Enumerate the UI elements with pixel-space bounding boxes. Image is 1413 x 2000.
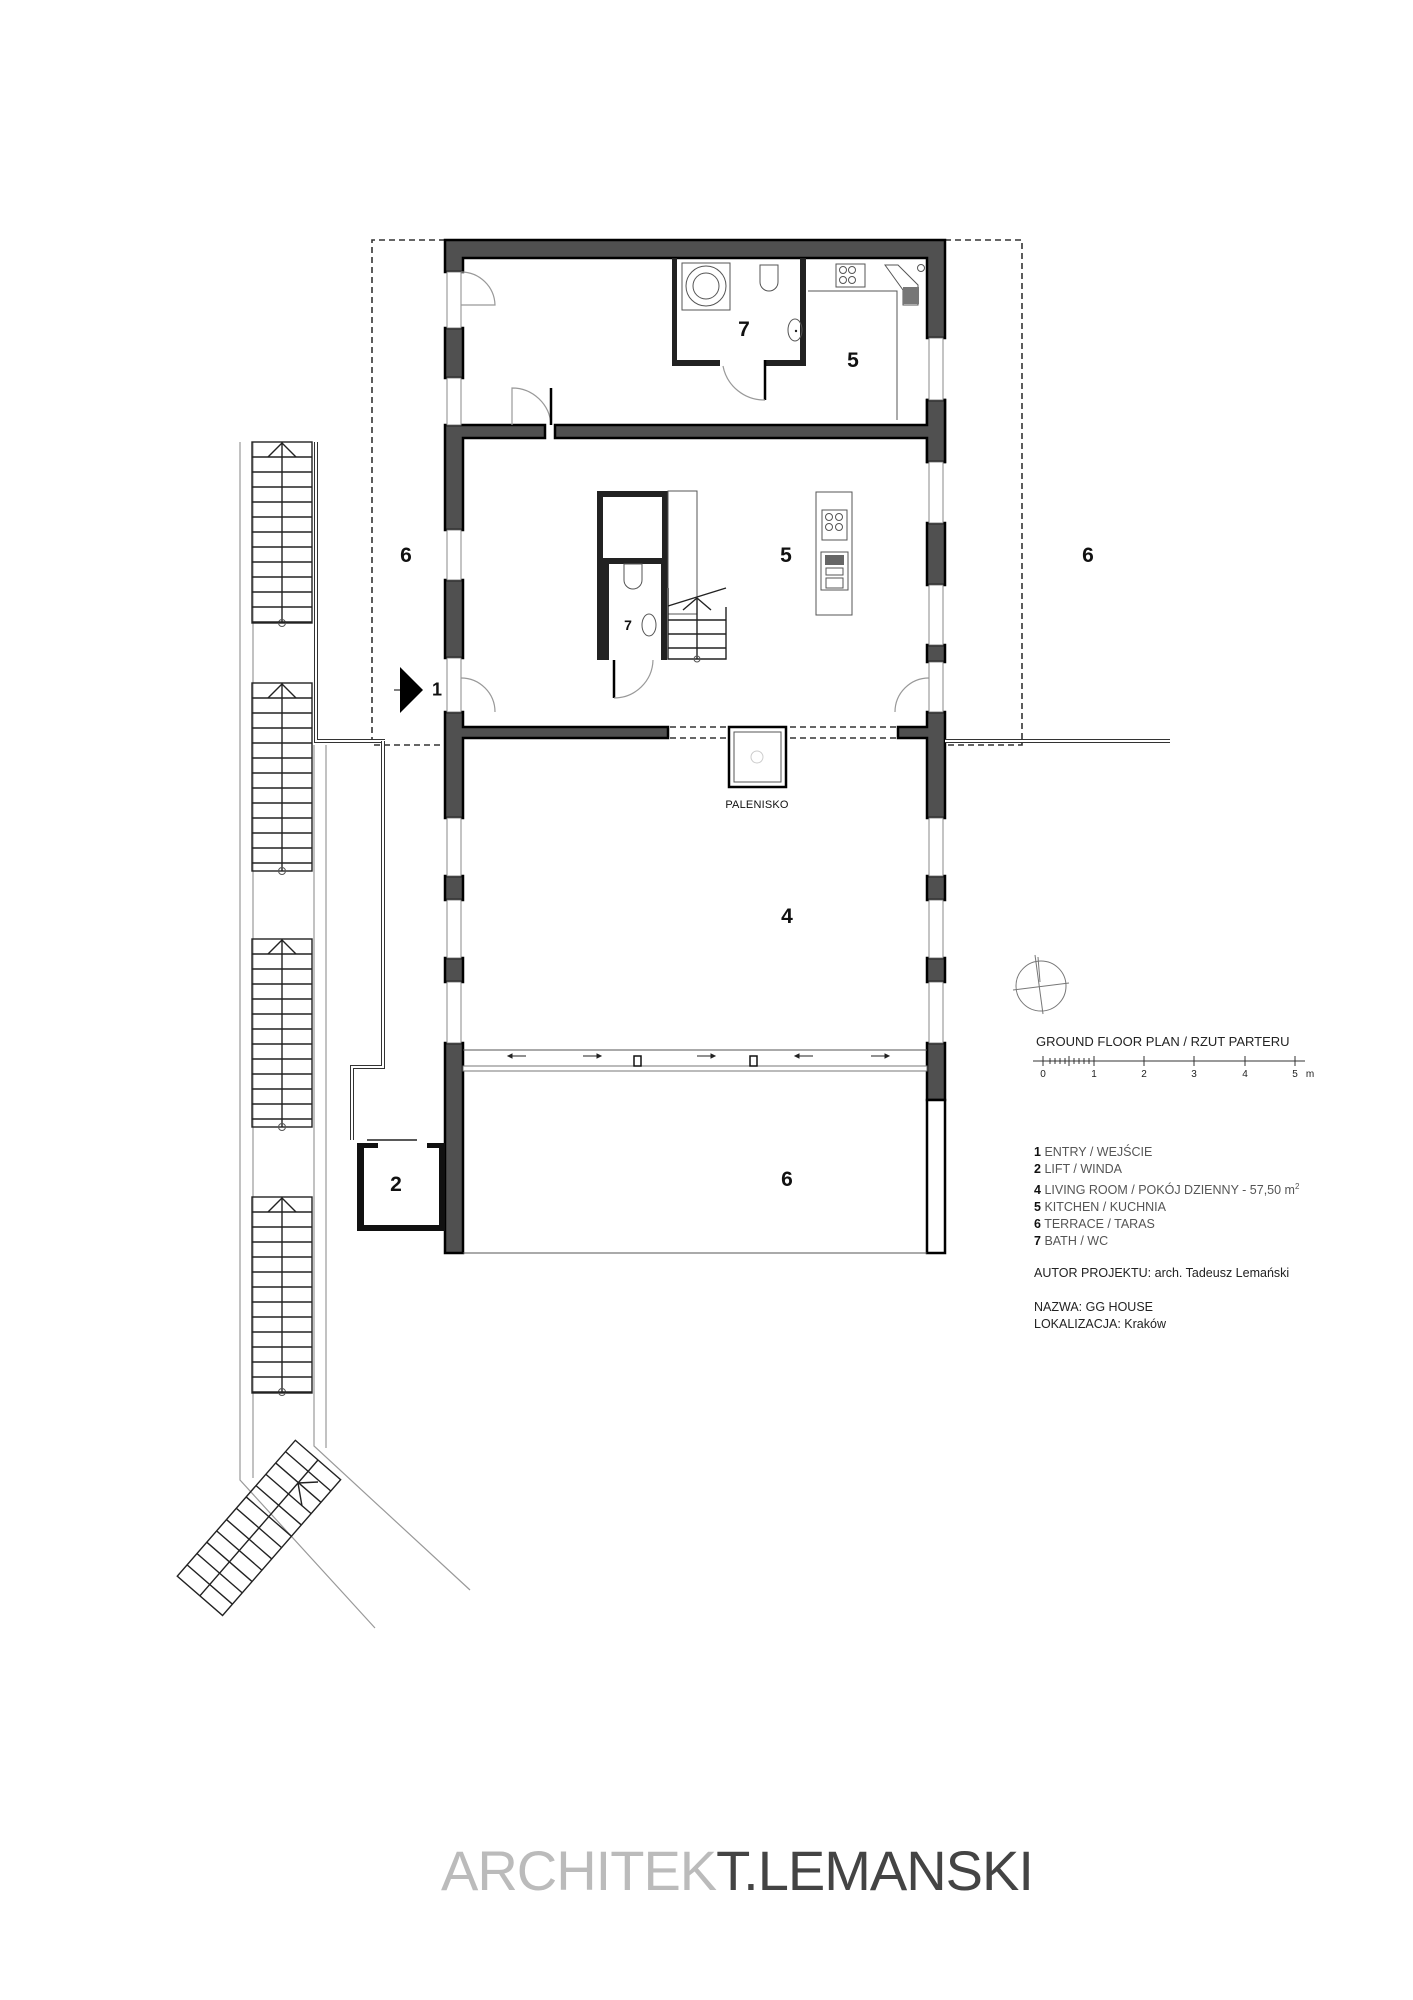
scale-tick-label: 4 [1242, 1069, 1248, 1080]
brand-light-text: ARCHITEK [441, 1839, 717, 1902]
room-number-r6-right: 6 [1082, 544, 1094, 567]
legend-item: 2 LIFT / WINDA [1034, 1162, 1122, 1176]
scale-tick-label: 0 [1040, 1069, 1046, 1080]
fireplace [727, 725, 788, 789]
fireplace-label: PALENISKO [725, 799, 789, 811]
exterior-stairs [176, 441, 471, 1629]
legend-item: 5 KITCHEN / KUCHNIA [1034, 1200, 1166, 1215]
plan-title: GROUND FLOOR PLAN / RZUT PARTERU [1036, 1034, 1290, 1049]
legend-item: 6 TERRACE / TARAS [1034, 1217, 1155, 1232]
brand-dark-text: T.LEMANSKI [716, 1839, 1034, 1902]
door-swings [460, 271, 930, 713]
railing [314, 442, 1170, 1390]
scale-bar [1033, 1056, 1305, 1066]
kitchen-top [808, 263, 925, 420]
project-location: LOKALIZACJA: Kraków [1034, 1317, 1166, 1331]
north-arrow-icon [1012, 954, 1070, 1015]
bathroom-top [672, 258, 806, 401]
room-number-r6-bottom: 6 [781, 1168, 793, 1191]
scale-tick-label: 1 [1091, 1069, 1097, 1080]
project-name: NAZWA: GG HOUSE [1034, 1300, 1153, 1314]
room-legend: 1 ENTRY / WEJŚCIE 2 LIFT / WINDA 4 LIVIN… [1034, 1144, 1299, 1250]
scale-tick-label: 5 [1292, 1069, 1298, 1080]
room-number-r2: 2 [390, 1173, 402, 1196]
lift-shaft [357, 1139, 445, 1231]
architect-brand-logo: ARCHITEKT.LEMANSKI [441, 1838, 1034, 1903]
room-number-r5-top: 5 [847, 349, 859, 372]
room-number-r7-top: 7 [738, 318, 750, 341]
scale-unit: m [1305, 1069, 1315, 1080]
exterior-walls [443, 238, 947, 1255]
room-number-r5-mid: 5 [780, 544, 792, 567]
stair-treads [186, 456, 332, 1605]
room-number-r4: 4 [781, 905, 793, 928]
sliding-door [462, 1049, 928, 1254]
stair-core [597, 490, 727, 699]
scale-tick-label: 2 [1141, 1069, 1147, 1080]
entry-number-label: 1 [431, 679, 443, 700]
scale-tick-label: 3 [1191, 1069, 1197, 1080]
project-author: AUTOR PROJEKTU: arch. Tadeusz Lemański [1034, 1266, 1290, 1280]
kitchen-island [815, 491, 853, 616]
legend-item: 1 ENTRY / WEJŚCIE [1034, 1145, 1153, 1159]
entry-arrow-icon [394, 667, 423, 713]
legend-item: 4 LIVING ROOM / POKÓJ DZIENNY - 57,50 m2 [1034, 1182, 1300, 1198]
legend-item: 7 BATH / WC [1034, 1234, 1109, 1249]
room-number-r6-left: 6 [400, 544, 412, 567]
windows [446, 271, 947, 1255]
room-number-r7-mid: 7 [624, 617, 632, 633]
